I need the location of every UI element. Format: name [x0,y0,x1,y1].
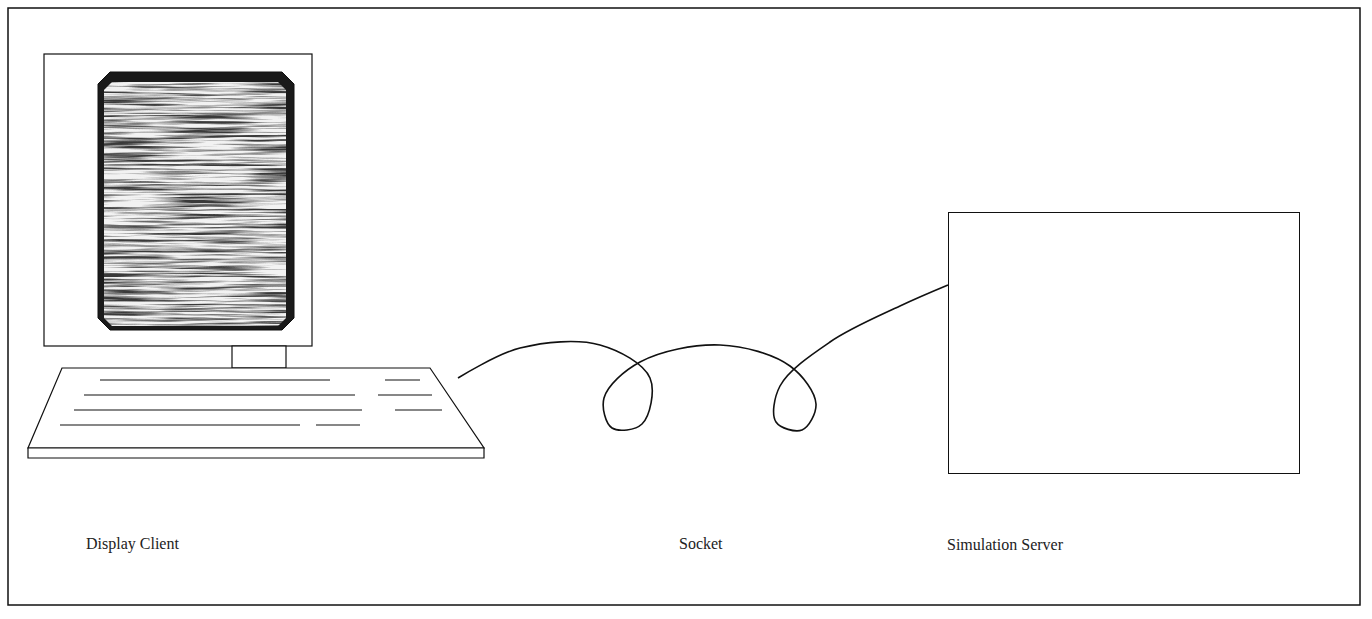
monitor-stand [232,346,286,368]
keyboard-top [28,368,484,448]
client-computer: Display Client [28,54,458,560]
server-box: Simulation Server [948,212,1300,474]
keyboard-keys [60,380,442,425]
screen-static [98,72,294,330]
keyboard-edge [28,448,484,458]
computer-illustration [28,54,484,458]
connector-label: Socket [679,534,723,554]
node-label: Simulation Server [947,535,1063,555]
node-label: Display Client [86,534,179,554]
socket-cable [458,285,948,431]
monitor-screen [98,72,294,330]
monitor-casing [44,54,312,346]
screen-static-base [98,72,294,330]
outer-frame [8,8,1360,605]
